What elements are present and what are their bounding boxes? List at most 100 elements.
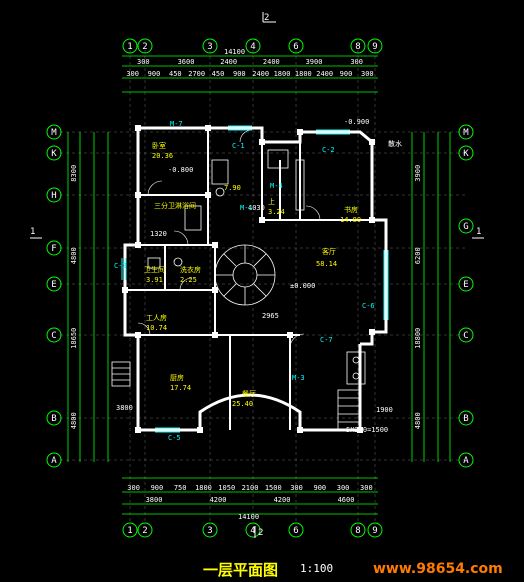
dimension-value: 6200: [414, 247, 422, 264]
axis-marker-right: A: [458, 452, 474, 468]
spiral-staircase: [214, 244, 276, 306]
dimension-lines-left: [67, 132, 109, 462]
tag-m7: M-7: [170, 120, 183, 128]
dimension-value: 1800: [195, 484, 212, 492]
watermark: www.98654.com: [373, 561, 503, 577]
tag-m4: M-4: [270, 182, 283, 190]
section-mark-top: 2: [264, 13, 269, 23]
dimension-value: 450: [169, 70, 182, 78]
dimension-value: 4600: [338, 496, 355, 504]
axis-marker-bottom: 8: [350, 522, 366, 538]
dimension-value: 2400: [252, 70, 269, 78]
section-mark-left: 1: [30, 227, 35, 237]
axis-marker-right: B: [458, 410, 474, 426]
axis-marker-bottom: 3: [202, 522, 218, 538]
dimension-value: 2100: [242, 484, 259, 492]
svg-text:3: 3: [207, 526, 212, 536]
dimension-value: 8300: [70, 165, 78, 182]
axis-marker-left: H: [46, 187, 62, 203]
section-mark-bottom: 2: [258, 528, 263, 538]
axis-marker-right: G: [458, 218, 474, 234]
dimension-lines-right: [411, 132, 451, 462]
dimension-value: 3800: [146, 496, 163, 504]
dimension-value: 4800: [70, 412, 78, 429]
svg-text:6: 6: [293, 526, 298, 536]
steps-dimension: 5X300=1500: [346, 426, 388, 434]
room-name-living: 客厅: [322, 247, 336, 256]
svg-text:9: 9: [372, 42, 377, 52]
dimension-value: 900: [313, 484, 326, 492]
room-area-up: 3.24: [268, 208, 285, 216]
tag-c3: C-3: [114, 262, 127, 270]
svg-text:B: B: [463, 414, 468, 424]
room-area-bathroom: 3.91: [146, 276, 163, 284]
svg-text:3: 3: [207, 42, 212, 52]
room-name-kitchen: 厨房: [170, 373, 184, 382]
svg-text:A: A: [463, 456, 469, 466]
dimension-value: 900: [148, 70, 161, 78]
dimension-value: 4200: [210, 496, 227, 504]
room-name-shower: 三分卫淋浴间: [154, 201, 196, 210]
svg-text:2: 2: [142, 526, 147, 536]
room-area-study: 14.80: [340, 216, 361, 224]
svg-text:A: A: [51, 456, 57, 466]
dimension-value: 300: [360, 484, 373, 492]
room-name-bedroom: 卧室: [152, 141, 166, 150]
tag-c7: C-7: [320, 336, 333, 344]
svg-text:G: G: [463, 222, 468, 232]
svg-text:F: F: [51, 244, 56, 254]
dimension-value: 900: [151, 484, 164, 492]
svg-text:9: 9: [372, 526, 377, 536]
dimension-value: 750: [174, 484, 187, 492]
drawing-title: 一层平面图: [203, 561, 279, 579]
level-low-2: -0.900: [344, 118, 369, 126]
dimension-value: 2400: [220, 58, 237, 66]
room-name-up: 上: [268, 197, 275, 206]
left-inner-dimension: 3800: [116, 404, 133, 412]
dimension-value: 900: [233, 70, 246, 78]
svg-text:K: K: [463, 149, 469, 159]
svg-text:H: H: [51, 191, 56, 201]
bathroom-fixtures: [147, 149, 305, 269]
window-marks: [121, 125, 389, 433]
room-area-shower: 7.90: [224, 184, 241, 192]
axis-marker-bottom: 6: [288, 522, 304, 538]
axis-marker-left: M: [46, 124, 62, 140]
dimension-value: 4200: [274, 496, 291, 504]
axis-marker-left: C: [46, 327, 62, 343]
dimension-value: 1050: [218, 484, 235, 492]
svg-text:8: 8: [355, 42, 360, 52]
dimension-lines-bottom: [122, 477, 378, 515]
tag-c6: C-6: [362, 302, 375, 310]
svg-text:8: 8: [355, 526, 360, 536]
level-main: ±0.000: [290, 282, 315, 290]
room-area-kitchen: 17.74: [170, 384, 191, 392]
steps-height: 1900: [376, 406, 393, 414]
axis-marker-right: C: [458, 327, 474, 343]
dimension-value: 300: [137, 58, 150, 66]
stair-length: 4030: [248, 204, 265, 212]
tag-m1: M-1: [240, 204, 253, 212]
dimension-value: 2400: [316, 70, 333, 78]
room-area-servant: 10.74: [146, 324, 167, 332]
dimension-value: 3900: [306, 58, 323, 66]
svg-text:C: C: [463, 331, 468, 341]
dimension-value: 4800: [70, 247, 78, 264]
tag-c5: C-5: [168, 434, 181, 442]
svg-text:C: C: [51, 331, 56, 341]
wall-dimension: 1320: [150, 230, 167, 238]
axis-marker-left: F: [46, 240, 62, 256]
room-name-laundry: 洗衣房: [180, 265, 201, 274]
structural-columns: [122, 125, 375, 433]
tag-c1: C-1: [232, 142, 245, 150]
entrance-steps: [111, 351, 366, 431]
bottom-dimension-row-2: 3800 4200 4200 4600: [146, 496, 355, 504]
dimension-value: 900: [340, 70, 353, 78]
axis-marker-bottom: 4: [245, 522, 261, 538]
bottom-total-dimension: 14100: [238, 513, 259, 521]
